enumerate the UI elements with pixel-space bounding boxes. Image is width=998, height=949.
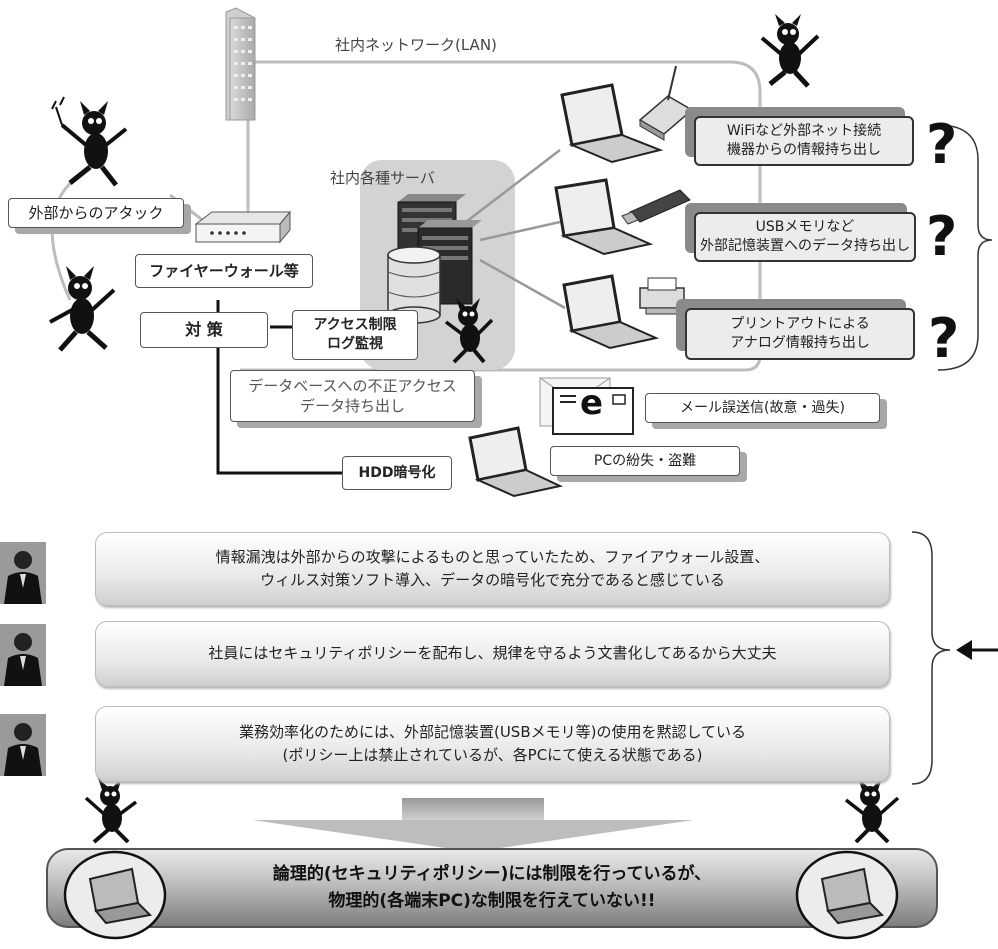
risk-wifi-line2: 機器からの情報持ち出し — [727, 142, 881, 158]
conclusion-line1: 論理的(セキュリティポリシー)には制限を行っているが、 — [272, 863, 712, 884]
attack-box: 外部からのアタック — [8, 198, 184, 228]
office-building — [225, 7, 256, 121]
question-mark-icon: ? — [926, 205, 958, 268]
statement-1-line2: ウィルス対策ソフト導入、データの暗号化で充分であると感じている — [260, 571, 725, 589]
mail-icon-letter: e — [580, 383, 604, 423]
right-bracket — [937, 124, 993, 371]
risk-box-usb: USBメモリなど 外部記憶装置へのデータ持ち出し — [694, 212, 916, 262]
risk-box-print: プリントアウトによる アナログ情報持ち出し — [685, 308, 915, 360]
statement-2-line1: 社員にはセキュリティポリシーを配布し、規律を守るよう文書化してあるから大丈夫 — [208, 644, 777, 663]
devil-figure — [844, 778, 900, 844]
risk-print-line1: プリントアウトによる — [730, 316, 870, 333]
statement-3-line1: 業務効率化のためには、外部記憶装置(USBメモリ等)の使用を黙認している — [238, 722, 747, 741]
server-label: 社内各種サーバ — [330, 169, 435, 187]
businessman-icon — [0, 542, 46, 604]
arrow-left-head — [956, 640, 972, 660]
mail-label: メール誤送信(故意・過失) — [680, 399, 845, 416]
businessman-icon — [0, 714, 46, 776]
mail-misdelivery-box: メール誤送信(故意・過失) — [645, 393, 880, 423]
laptop-circle-left — [63, 850, 167, 940]
risk-print-line2: アナログ情報持ち出し — [730, 335, 870, 351]
usb-stick-icon — [621, 189, 691, 225]
lan-label: 社内ネットワーク(LAN) — [335, 36, 497, 54]
mail-icon — [539, 377, 634, 435]
risk-usb-line1: USBメモリなど — [755, 219, 855, 236]
statement-1-line1: 情報漏洩は外部からの攻撃によるものと思っていたため、ファイアウォール設置、 — [215, 547, 770, 566]
devil-figure — [49, 266, 116, 352]
pc-loss-box: PCの紛失・盗難 — [550, 446, 740, 476]
risk-usb-line2: 外部記憶装置へのデータ持ち出し — [700, 238, 910, 254]
firewall-label: ファイヤーウォール等 — [149, 261, 299, 280]
printer-icon — [639, 277, 685, 315]
risk-wifi-line1: WiFiなど外部ネット接続 — [726, 123, 882, 140]
pc-loss-label: PCの紛失・盗難 — [593, 452, 697, 469]
attack-label: 外部からのアタック — [28, 203, 164, 222]
risk-box-wifi: WiFiなど外部ネット接続 機器からの情報持ち出し — [694, 116, 914, 166]
access-label-line1: アクセス制限 — [313, 317, 397, 334]
statement-box-3: 業務効率化のためには、外部記憶装置(USBメモリ等)の使用を黙認している (ポリ… — [95, 706, 890, 782]
statement-box-2: 社員にはセキュリティポリシーを配布し、規律を守るよう文書化してあるから大丈夫 — [95, 621, 890, 687]
hdd-label: HDD暗号化 — [358, 464, 436, 481]
db-leak-box: データベースへの不正アクセス データ持ち出し — [230, 370, 475, 422]
devil-figure — [760, 14, 820, 88]
access-control-box: アクセス制限 ログ監視 — [292, 310, 418, 360]
conclusion-text: 論理的(セキュリティポリシー)には制限を行っているが、 物理的(各端末PC)な制… — [273, 861, 711, 915]
down-arrow — [252, 798, 694, 852]
laptop-3 — [562, 274, 660, 350]
router-device — [194, 210, 292, 244]
devil-figure — [84, 778, 138, 844]
laptop-lower — [468, 426, 564, 498]
firewall-box: ファイヤーウォール等 — [135, 254, 313, 288]
businessman-icon — [0, 624, 46, 686]
statement-box-1: 情報漏洩は外部からの攻撃によるものと思っていたため、ファイアウォール設置、 ウィ… — [95, 532, 890, 606]
question-mark-icon: ? — [928, 307, 960, 370]
access-label-line2: ログ監視 — [327, 336, 383, 352]
middle-bracket — [911, 531, 951, 785]
devil-figure — [444, 298, 494, 364]
laptop-1 — [560, 83, 664, 164]
devil-figure — [51, 96, 128, 187]
conclusion-band: 論理的(セキュリティポリシー)には制限を行っているが、 物理的(各端末PC)な制… — [46, 848, 938, 928]
db-leak-line1: データベースへの不正アクセス — [248, 376, 457, 395]
conclusion-line2: 物理的(各端末PC)な制限を行えていない!! — [328, 891, 656, 911]
hdd-encryption-box: HDD暗号化 — [342, 456, 452, 490]
db-leak-line2: データ持ち出し — [299, 397, 405, 415]
statement-3-line2: (ポリシー上は禁止されているが、各PCにて使える状態である) — [282, 746, 703, 764]
question-mark-icon: ? — [926, 113, 958, 176]
measures-line — [216, 300, 342, 475]
measures-label: 対 策 — [185, 320, 223, 340]
measures-box: 対 策 — [140, 312, 268, 348]
laptop-2 — [554, 178, 654, 256]
laptop-circle-right — [795, 850, 899, 940]
wifi-router-icon — [638, 65, 694, 141]
